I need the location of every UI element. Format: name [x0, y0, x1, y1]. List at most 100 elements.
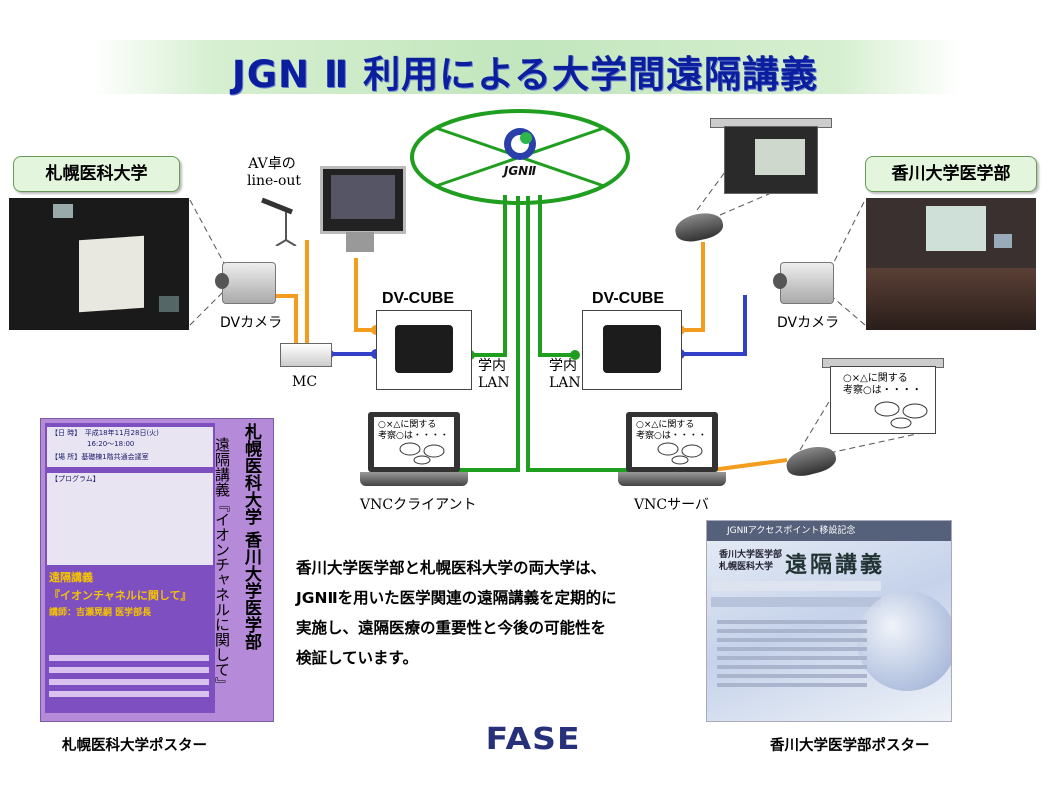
blue-line-camera-cube — [680, 295, 747, 356]
monitor-display — [320, 166, 406, 234]
bubble-icon — [399, 442, 445, 465]
dvcube-right-box — [582, 310, 682, 390]
dvcube-right-title: DV-CUBE — [592, 290, 665, 307]
monitor-shape — [994, 234, 1012, 248]
dvcube-left-title: DV-CUBE — [382, 290, 455, 307]
vnc-client-label: VNCクライアント — [360, 497, 477, 513]
green-line-vnc-client — [455, 196, 520, 472]
dv-camera-left — [215, 262, 276, 304]
dvcube-device — [395, 325, 453, 373]
lan-left-label: 学内 LAN — [478, 358, 510, 392]
green-line-vnc-server — [526, 196, 630, 472]
vnc-server-label: VNCサーバ — [634, 497, 709, 513]
microphone-icon — [261, 197, 297, 246]
kagawa-poster-caption: 香川大学医学部ポスター — [770, 738, 930, 754]
mc-device — [280, 343, 332, 367]
monitor-shape — [159, 296, 179, 312]
dashed-line — [829, 294, 866, 326]
poster-header-box: 【日 時】 平成18年11月28日(火) 16:20～18:00 【場 所】基礎… — [47, 427, 213, 467]
av-desk-label-line2: line-out — [247, 173, 302, 189]
description-line: JGNⅡを用いた医学関連の遠隔講義を定期的に — [296, 589, 617, 607]
mc-label: MC — [292, 374, 318, 390]
av-desk-label: AV卓の line-out — [247, 156, 302, 190]
poster-inst-1: 香川大学医学部 — [719, 550, 783, 560]
bubble-icon — [874, 401, 928, 429]
poster-sphere — [857, 591, 951, 691]
projection-screen — [79, 235, 144, 313]
green-line-lan-right — [538, 195, 575, 357]
poster-lecture-label: 遠隔講義 — [49, 571, 93, 584]
av-desk-label-line1: AV卓の — [248, 156, 296, 172]
projected-image — [724, 126, 818, 194]
jgn-logo-text: JGNⅡ — [503, 164, 537, 178]
laptop-text-line1: ○×△に関する — [378, 420, 437, 430]
poster-header-line2: 16:20～18:00 — [87, 440, 135, 448]
green-line-lan-left — [470, 195, 507, 357]
sapporo-poster-caption: 札幌医科大学ポスター — [62, 738, 207, 754]
dv-camera-left-label: DVカメラ — [220, 315, 283, 331]
lan-right-label-line1: 学内 — [549, 358, 577, 374]
lan-right-label: 学内 LAN — [549, 358, 581, 392]
lan-left-label-line1: 学内 — [478, 358, 506, 374]
orange-line-projector-cube — [680, 242, 705, 332]
poster-header-bar: JGNⅡアクセスポイント移設記念 — [707, 521, 951, 541]
laptop-screen: ○×△に関する 考察○は・・・・ — [374, 417, 454, 467]
dashed-line — [799, 399, 831, 451]
sapporo-site-label: 札幌医科大学 — [13, 156, 180, 192]
lan-left-label-line2: LAN — [478, 375, 510, 391]
poster-program-box: 【プログラム】 — [47, 473, 213, 565]
poster-program-title: 【プログラム】 — [51, 475, 100, 483]
dvcube-left-box — [376, 310, 472, 390]
poster-header-line1: 【日 時】 平成18年11月28日(火) — [51, 429, 159, 437]
dvcube-device — [603, 325, 661, 373]
poster-vertical-subtitle: 遠隔講義『イオンチャネルに関して』 — [213, 437, 231, 692]
kagawa-lecture-photo — [866, 198, 1036, 330]
projection-screen — [926, 206, 986, 251]
dashed-line — [189, 289, 226, 326]
description-text: 香川大学医学部と札幌医科大学の両大学は、 JGNⅡを用いた医学関連の遠隔講義を定… — [296, 553, 696, 673]
vnc-server-laptop: ○×△に関する 考察○は・・・・ — [626, 412, 718, 472]
audience — [866, 268, 1036, 330]
laptop-text-line1: ○×△に関する — [636, 420, 695, 430]
dashed-line — [189, 199, 226, 266]
monitor-shape — [53, 204, 73, 218]
description-line: 香川大学医学部と札幌医科大学の両大学は、 — [296, 559, 607, 577]
poster-title: 遠隔講義 — [785, 552, 886, 578]
poster-header-line3: 【場 所】基礎棟1階共通会議室 — [51, 453, 149, 461]
dv-camera-right-label: DVカメラ — [777, 315, 840, 331]
description-line: 実施し、遠隔医療の重要性と今後の可能性を — [296, 619, 607, 637]
laptop-keyboard — [618, 472, 726, 486]
poster-sponsors — [49, 649, 209, 709]
orange-line-monitor-cube — [354, 258, 376, 332]
sapporo-lecture-photo — [9, 198, 189, 330]
laptop-text-line2: 考察○は・・・・ — [378, 431, 449, 441]
sapporo-poster: 【日 時】 平成18年11月28日(火) 16:20～18:00 【場 所】基礎… — [40, 418, 274, 722]
poster-speaker: 講師：吉瀬晃嗣 医学部長 — [49, 608, 152, 618]
kagawa-site-label: 香川大学医学部 — [865, 156, 1037, 192]
poster-vertical-title: 札幌医科大学 香川大学医学部 — [241, 423, 261, 650]
poster-date-bar — [711, 581, 881, 591]
connector-dot-green — [570, 350, 580, 360]
fase-logo: FASE — [485, 722, 581, 757]
kagawa-poster: JGNⅡアクセスポイント移設記念 香川大学医学部 札幌医科大学 遠隔講義 — [706, 520, 952, 722]
page-title: JGN Ⅱ 利用による大学間遠隔講義 — [231, 53, 819, 96]
poster-place-bar — [711, 597, 881, 607]
laptop-text-line2: 考察○は・・・・ — [636, 431, 707, 441]
laptop-keyboard — [360, 472, 468, 486]
projection-screen-text: ○×△に関する 考察○は・・・・ — [830, 366, 936, 434]
bubble-icon — [657, 442, 703, 465]
monitor-stand — [346, 232, 374, 252]
title-band — [92, 40, 960, 94]
globe-icon — [504, 128, 536, 160]
orange-line-projector-vnc — [711, 458, 788, 472]
dashed-line — [696, 171, 726, 211]
poster-left-panel — [45, 423, 215, 713]
projection-text-line1: ○×△に関する — [843, 373, 908, 384]
poster-lecture-title: 『イオンチャネルに関して』 — [49, 589, 192, 602]
poster-inst-2: 札幌医科大学 — [719, 562, 774, 572]
projection-text-line2: 考察○は・・・・ — [843, 385, 922, 396]
dashed-line — [829, 199, 866, 271]
laptop-screen: ○×△に関する 考察○は・・・・ — [632, 417, 712, 467]
dv-camera-right — [773, 262, 834, 304]
poster-body — [717, 615, 867, 705]
